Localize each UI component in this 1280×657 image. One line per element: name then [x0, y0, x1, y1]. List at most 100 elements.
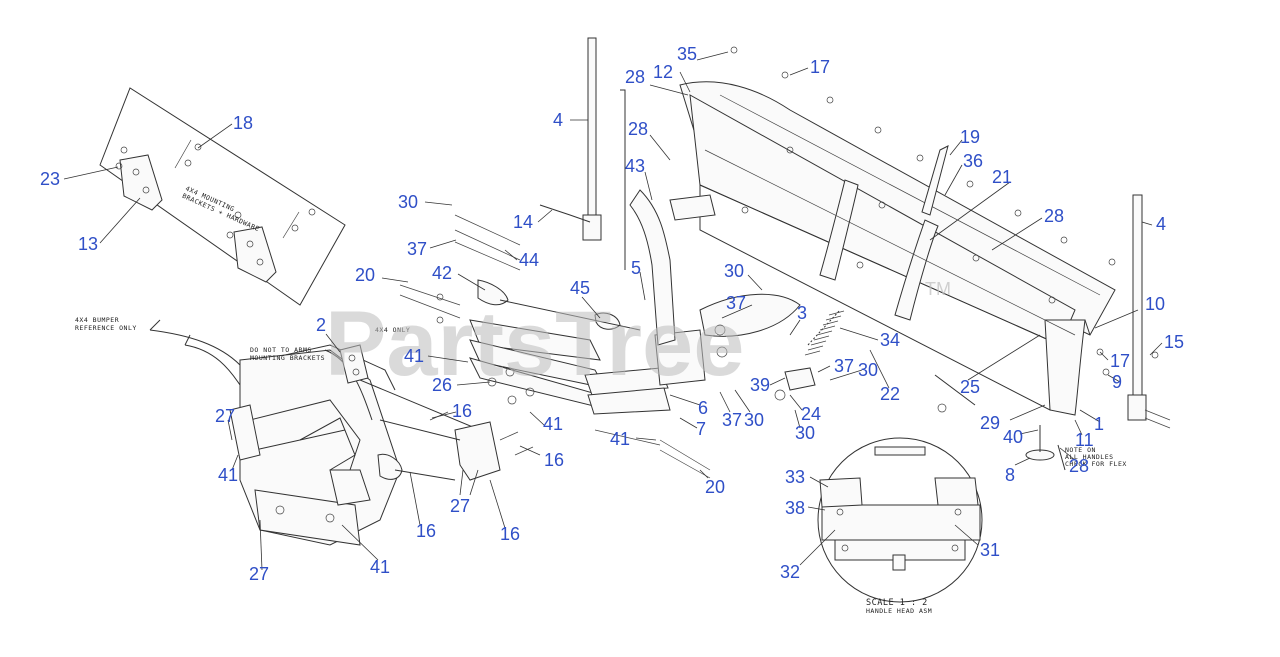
- callout-29: 29: [980, 413, 1000, 433]
- callout-5: 5: [631, 258, 641, 278]
- lift-arms: [399, 214, 711, 479]
- kit-hardware: [115, 139, 316, 239]
- detail-note-line1: NOTE ON: [1065, 446, 1096, 454]
- callout-41: 41: [218, 465, 238, 485]
- callout-20: 20: [355, 265, 375, 285]
- callout-33: 33: [785, 467, 805, 487]
- callout-37: 37: [726, 293, 746, 313]
- callout-38: 38: [785, 498, 805, 518]
- callout-41: 41: [370, 557, 390, 577]
- callout-20: 20: [705, 477, 725, 497]
- callout-30: 30: [858, 360, 878, 380]
- callout-16: 16: [452, 401, 472, 421]
- callout-40: 40: [1003, 427, 1023, 447]
- callout-41: 41: [404, 346, 424, 366]
- callout-45: 45: [570, 278, 590, 298]
- callout-numbers: 18 23 13 30 37 44 14 4 35 12 28 17 28 43…: [40, 44, 1184, 584]
- detail-note-line2: ALL HANDLES: [1065, 453, 1114, 461]
- callout-15: 15: [1164, 332, 1184, 352]
- bracket-kit-sheet: 4X4 MOUNTING BRACKETS + HARDWARE: [99, 87, 346, 306]
- callout-42: 42: [432, 263, 452, 283]
- svg-text:NOTE ON ALL HANDLES CH: NOTE ON ALL HANDLES CHECK FOR FLEX: [1065, 446, 1127, 468]
- callout-41: 41: [543, 414, 563, 434]
- not-to-arms-note-line2: MOUNTING BRACKETS: [250, 354, 325, 362]
- callout-14: 14: [513, 212, 533, 232]
- handle-left: [539, 37, 626, 270]
- callout-2: 2: [316, 315, 326, 335]
- callout-31: 31: [980, 540, 1000, 560]
- not-to-arms-note-line1: DO NOT TO ARMS: [250, 346, 312, 354]
- callout-37: 37: [722, 410, 742, 430]
- callout-21: 21: [992, 167, 1012, 187]
- callout-28: 28: [1044, 206, 1064, 226]
- callout-22: 22: [880, 384, 900, 404]
- blade-bolts: [730, 46, 1159, 376]
- callout-13: 13: [78, 234, 98, 254]
- callout-10: 10: [1145, 294, 1165, 314]
- callout-28: 28: [628, 119, 648, 139]
- callout-41: 41: [610, 429, 630, 449]
- callout-25: 25: [960, 377, 980, 397]
- mounting-bracket-left: [119, 154, 163, 211]
- callout-44: 44: [519, 250, 539, 270]
- bracket-kit-note-line2: BRACKETS + HARDWARE: [181, 192, 261, 233]
- callout-3: 3: [797, 303, 807, 323]
- callout-17: 17: [810, 57, 830, 77]
- callout-1: 1: [1094, 414, 1104, 434]
- callout-7: 7: [696, 419, 706, 439]
- callout-9: 9: [1112, 372, 1122, 392]
- callout-12: 12: [653, 62, 673, 82]
- callout-18: 18: [233, 113, 253, 133]
- callout-27: 27: [215, 406, 235, 426]
- foot-and-skid: [934, 374, 1066, 471]
- callout-26: 26: [432, 375, 452, 395]
- callout-30: 30: [744, 410, 764, 430]
- scale-note: SCALE 1 : 2: [866, 598, 928, 608]
- callout-16: 16: [416, 521, 436, 541]
- callout-43: 43: [625, 156, 645, 176]
- callout-37: 37: [407, 239, 427, 259]
- callout-34: 34: [880, 330, 900, 350]
- callout-16: 16: [500, 524, 520, 544]
- plow-blade: [669, 46, 1159, 416]
- callout-6: 6: [698, 398, 708, 418]
- callout-28: 28: [1069, 456, 1089, 476]
- callout-4: 4: [1156, 214, 1166, 234]
- callout-27: 27: [450, 496, 470, 516]
- svg-text:DO NOT TO ARMS MOUNTING BR: DO NOT TO ARMS MOUNTING BRACKETS: [250, 346, 325, 362]
- callout-8: 8: [1005, 465, 1015, 485]
- spring-assembly: [629, 189, 845, 401]
- leader-lines: [63, 51, 1163, 571]
- detail-view: [817, 437, 983, 603]
- handle-right: [1127, 194, 1171, 429]
- callout-30: 30: [398, 192, 418, 212]
- svg-text:4X4 BUMPER REFERENCE ONLY: 4X4 BUMPER REFERENCE ONLY: [75, 316, 137, 332]
- callout-19: 19: [960, 127, 980, 147]
- callout-11: 11: [1075, 430, 1094, 450]
- callout-24: 24: [801, 404, 821, 424]
- callout-4: 4: [553, 110, 563, 130]
- four-x-four-only-note: 4X4 ONLY: [375, 326, 410, 334]
- mounting-bracket-right: [233, 226, 277, 283]
- detail-note-line3: CHECK FOR FLEX: [1065, 460, 1127, 468]
- callout-16: 16: [544, 450, 564, 470]
- callout-39: 39: [750, 375, 770, 395]
- callout-17: 17: [1110, 351, 1130, 371]
- bumper-ref-note-line1: 4X4 BUMPER: [75, 316, 119, 324]
- callout-28: 28: [625, 67, 645, 87]
- callout-35: 35: [677, 44, 697, 64]
- svg-text:4X4 MOUNTING BRACKETS +: 4X4 MOUNTING BRACKETS + HARDWARE: [181, 185, 264, 234]
- callout-27: 27: [249, 564, 269, 584]
- watermark-tm: TM: [925, 279, 951, 299]
- callout-32: 32: [780, 562, 800, 582]
- detail-label-note: HANDLE HEAD ASM: [866, 607, 932, 615]
- callout-30: 30: [795, 423, 815, 443]
- callout-23: 23: [40, 169, 60, 189]
- callout-37: 37: [834, 356, 854, 376]
- bumper-ref-note-line2: REFERENCE ONLY: [75, 324, 137, 332]
- callout-36: 36: [963, 151, 983, 171]
- bumper-frame: [149, 319, 501, 546]
- watermark-logo: PartsTree: [325, 293, 744, 395]
- callout-30: 30: [724, 261, 744, 281]
